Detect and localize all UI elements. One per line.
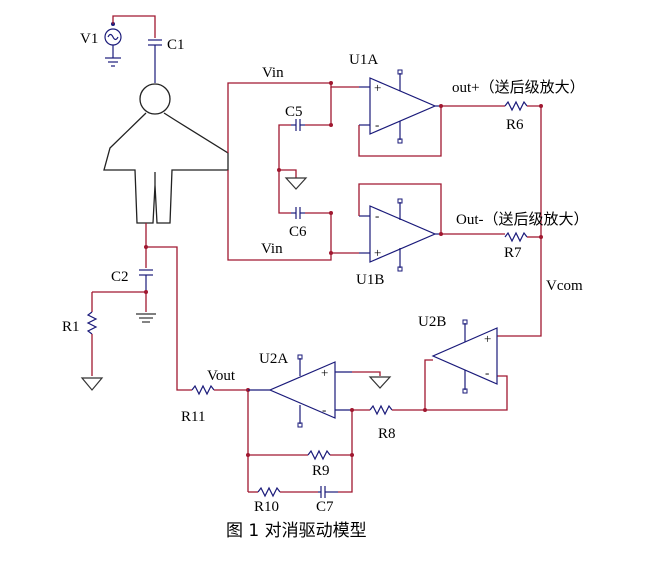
capacitor-c5 xyxy=(291,119,305,131)
ground-symbol-r1 xyxy=(80,377,104,391)
ground-symbol-c2 xyxy=(136,313,156,323)
label-u1a: U1A xyxy=(349,52,378,68)
u2b-plus-sign: + xyxy=(484,331,491,346)
label-r11: R11 xyxy=(181,409,205,425)
v1-source xyxy=(104,22,122,67)
label-r9: R9 xyxy=(312,463,330,479)
label-v1: V1 xyxy=(80,31,98,47)
resistor-r7 xyxy=(504,231,528,243)
label-c7: C7 xyxy=(316,499,334,515)
figure-caption: 图 1 对消驱动模型 xyxy=(226,521,367,541)
label-c1: C1 xyxy=(167,37,185,53)
ground-symbol xyxy=(284,177,308,190)
label-c5: C5 xyxy=(285,104,303,120)
label-out-minus: Out-（送后级放大） xyxy=(456,211,589,228)
label-r10: R10 xyxy=(254,499,279,515)
u2a-minus-sign: - xyxy=(322,402,326,417)
label-vin-bottom: Vin xyxy=(261,241,283,257)
opamp-u1b xyxy=(359,198,441,272)
label-u1b: U1B xyxy=(356,272,384,288)
label-c6: C6 xyxy=(289,224,307,240)
label-r1: R1 xyxy=(62,319,80,335)
label-u2b: U2B xyxy=(418,314,446,330)
wire-vin-bottom xyxy=(227,170,359,261)
label-r6: R6 xyxy=(506,117,524,133)
human-body-model xyxy=(103,83,229,224)
resistor-r9 xyxy=(307,449,331,461)
resistor-r6 xyxy=(504,100,528,112)
label-out-plus: out+（送后级放大） xyxy=(452,79,585,96)
label-c2: C2 xyxy=(111,269,129,285)
opamp-u2a xyxy=(248,354,352,428)
capacitor-c7 xyxy=(318,486,338,498)
u1a-plus-sign: + xyxy=(374,80,381,95)
u1b-minus-sign: - xyxy=(375,208,379,223)
capacitor-c2 xyxy=(139,269,153,292)
wire-v1-c1 xyxy=(112,15,156,38)
u2b-minus-sign: - xyxy=(485,365,489,380)
ground-symbol-u2a xyxy=(368,376,392,389)
u1b-plus-sign: + xyxy=(374,245,381,260)
label-u2a: U2A xyxy=(259,351,288,367)
wire-c6 xyxy=(305,212,332,253)
capacitor-c1 xyxy=(148,39,162,83)
resistor-r11 xyxy=(191,384,215,396)
wire-c5 xyxy=(305,87,332,126)
opamp-u2b xyxy=(431,319,498,394)
label-vin-top: Vin xyxy=(262,65,284,81)
u1a-minus-sign: - xyxy=(375,117,379,132)
opamp-u1a xyxy=(359,69,441,144)
capacitor-c6 xyxy=(291,207,305,219)
label-r7: R7 xyxy=(504,245,522,261)
label-vout: Vout xyxy=(207,368,236,384)
resistor-r8 xyxy=(369,404,393,416)
label-r8: R8 xyxy=(378,426,396,442)
resistor-r1 xyxy=(86,311,98,335)
label-vcom: Vcom xyxy=(546,278,583,294)
u2a-plus-sign: + xyxy=(321,365,328,380)
resistor-r10 xyxy=(257,486,281,498)
